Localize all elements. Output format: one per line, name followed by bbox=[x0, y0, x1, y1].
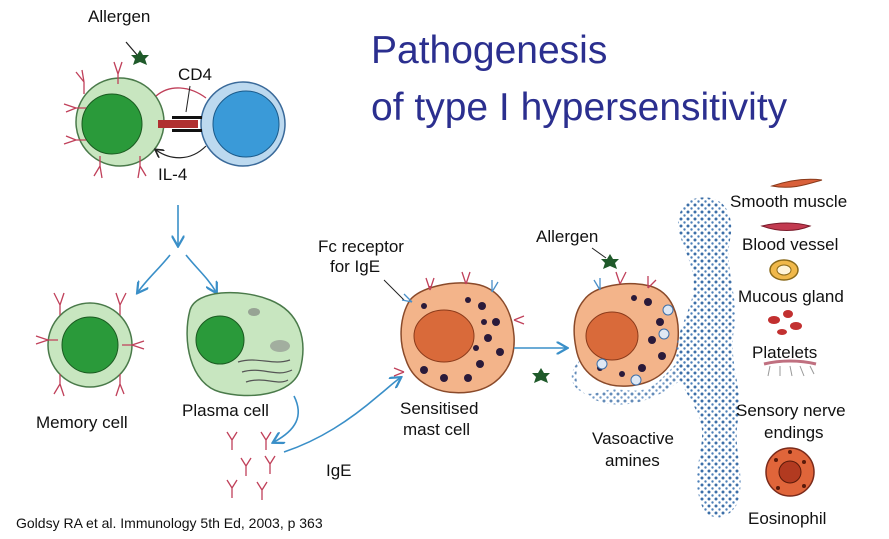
degranulating-mast-cell: Allergen Vasoactive amines bbox=[536, 227, 680, 470]
sensory-nerve-icon bbox=[763, 359, 817, 377]
platelets-icon bbox=[768, 310, 802, 335]
eosinophil-icon bbox=[765, 447, 815, 497]
sensitised-mast-cell: Fc receptor for IgE Sensitised mast cell bbox=[318, 237, 525, 439]
allergen-floating-icon bbox=[532, 368, 550, 383]
t-cell-nucleus bbox=[212, 90, 280, 158]
il4-label: IL-4 bbox=[158, 165, 187, 184]
target-eosinophil: Eosinophil bbox=[748, 509, 826, 528]
mucous-gland-icon bbox=[769, 259, 799, 281]
mast-cell-nucleus bbox=[413, 309, 475, 363]
allergen-right-icon bbox=[601, 254, 619, 269]
target-blood-vessel: Blood vessel bbox=[742, 235, 838, 254]
target-icons bbox=[760, 178, 823, 497]
fc-receptor-label-2: for IgE bbox=[330, 257, 380, 276]
allergen-top-label: Allergen bbox=[88, 7, 150, 26]
target-platelets: Platelets bbox=[752, 343, 817, 362]
sensitised-label-1: Sensitised bbox=[400, 399, 478, 418]
title-line-2: of type I hypersensitivity bbox=[371, 86, 788, 129]
sensitised-label-2: mast cell bbox=[403, 420, 470, 439]
allergen-top-icon bbox=[131, 50, 149, 65]
target-sensory-nerve: Sensory nerve bbox=[736, 401, 846, 420]
smooth-muscle-icon bbox=[770, 178, 823, 188]
fc-receptor-label-1: Fc receptor bbox=[318, 237, 404, 256]
target-smooth-muscle: Smooth muscle bbox=[730, 192, 847, 211]
allergen-right-label: Allergen bbox=[536, 227, 598, 246]
plasma-cell-nucleus bbox=[195, 315, 245, 365]
b-t-cell-interaction: Allergen CD4 IL-4 bbox=[63, 7, 286, 184]
cd4-label: CD4 bbox=[178, 65, 212, 84]
b-cell-antibodies bbox=[63, 61, 147, 179]
ige-antibodies bbox=[226, 431, 276, 500]
target-endings: endings bbox=[764, 423, 824, 442]
vasoactive-amine-cloud bbox=[675, 197, 741, 518]
plasma-to-ige-arrow bbox=[274, 395, 299, 442]
amine-spray bbox=[571, 350, 692, 405]
vasoactive-label-1: Vasoactive bbox=[592, 429, 674, 448]
blood-vessel-icon bbox=[760, 222, 812, 231]
ige-to-mast-arrow bbox=[283, 378, 400, 453]
plasma-cell: Plasma cell bbox=[182, 291, 304, 420]
memory-cell-nucleus bbox=[61, 316, 119, 374]
citation: Goldsy RA et al. Immunology 5th Ed, 2003… bbox=[16, 515, 323, 531]
title-line-1: Pathogenesis bbox=[371, 29, 607, 72]
vasoactive-label-2: amines bbox=[605, 451, 660, 470]
differentiation-arrows bbox=[138, 205, 216, 292]
ige-label: IgE bbox=[326, 461, 352, 480]
degranulating-cell-nucleus bbox=[585, 311, 639, 361]
target-mucous-gland: Mucous gland bbox=[738, 287, 844, 306]
memory-cell: Memory cell bbox=[35, 292, 145, 432]
b-cell-nucleus bbox=[81, 93, 143, 155]
memory-cell-label: Memory cell bbox=[36, 413, 128, 432]
plasma-cell-label: Plasma cell bbox=[182, 401, 269, 420]
